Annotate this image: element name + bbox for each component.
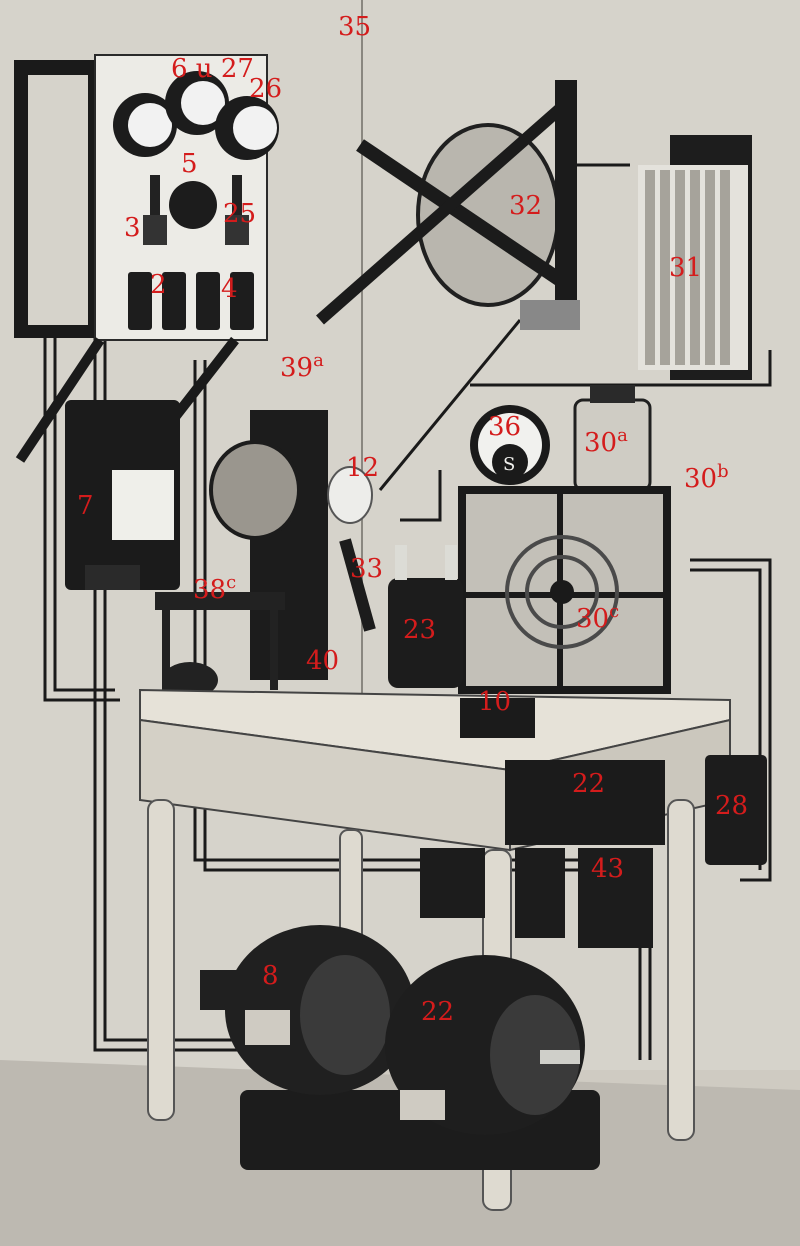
label-25: 25	[223, 199, 257, 229]
switchboard	[14, 54, 279, 463]
label-43: 43	[591, 854, 625, 884]
label-39a: 39a	[280, 350, 324, 383]
label-2: 2	[150, 270, 167, 300]
jar-30a	[573, 385, 652, 492]
label-23: 23	[403, 615, 437, 645]
label-31: 31	[669, 253, 703, 283]
label-33: 33	[350, 554, 384, 584]
label-40: 40	[306, 646, 340, 676]
resistance-rack	[638, 135, 752, 380]
label-30a: 30a	[584, 425, 628, 458]
spiral-frame	[458, 486, 671, 694]
rotating-apparatus	[316, 80, 580, 330]
label-35: 35	[338, 12, 372, 42]
motors	[200, 925, 600, 1170]
table	[139, 688, 731, 1211]
label-8: 8	[262, 961, 279, 991]
wall-meter	[65, 400, 180, 590]
coil	[388, 545, 463, 688]
label-7: 7	[77, 491, 94, 521]
label-6-u-27: 6 u 27	[171, 54, 254, 84]
label-28: 28	[715, 791, 749, 821]
meter-36: S	[470, 405, 550, 485]
label-38c: 38c	[193, 572, 237, 605]
label-22-motor: 22	[421, 997, 455, 1027]
label-4: 4	[221, 274, 238, 304]
label-36: 36	[488, 412, 522, 442]
label-32: 32	[509, 191, 543, 221]
label-10: 10	[478, 687, 512, 717]
boxes-under-table	[420, 755, 767, 948]
label-12: 12	[346, 453, 380, 483]
label-3: 3	[124, 213, 141, 243]
svg-text:S: S	[503, 454, 515, 475]
label-22-table: 22	[572, 769, 606, 799]
small-frame	[155, 592, 285, 698]
label-30b: 30b	[684, 461, 729, 494]
valve-stand	[209, 410, 376, 680]
label-30c: 30c	[576, 601, 620, 634]
label-5: 5	[181, 149, 198, 179]
label-26: 26	[249, 74, 283, 104]
